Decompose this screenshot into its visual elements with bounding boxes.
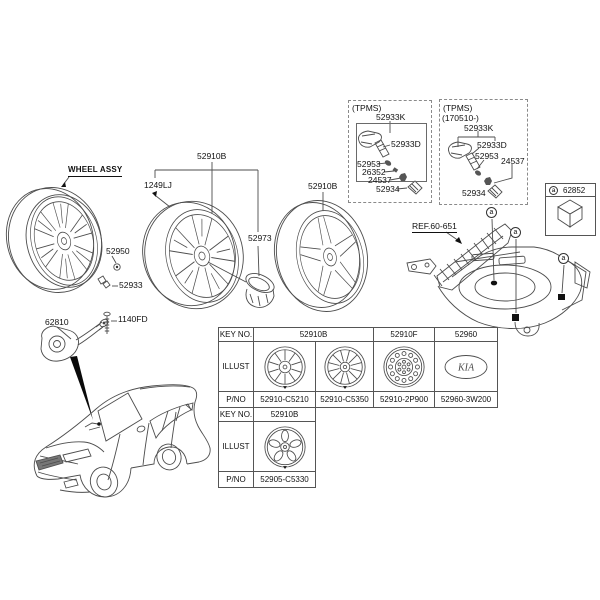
alloy-wheel-52910b-2-illustration (273, 200, 369, 312)
legend-part-number: 62852 (563, 185, 586, 195)
key-no-52910b: 52910B (253, 327, 374, 342)
vehicle-illustration (33, 384, 211, 498)
tpms-late-52934: 52934 (462, 188, 486, 198)
part-label-52910b-right: 52910B (308, 181, 338, 191)
wheel-illust-2p900 (373, 341, 435, 392)
key-no-header: KEY NO. (218, 327, 254, 342)
kia-logo-text: KIA (457, 362, 475, 373)
steel-spare-wheel-icon (383, 345, 425, 388)
parts-table-bottom: KEY NO. 52910B ILLUST P/NO 52905-C5330 (218, 407, 316, 488)
tpms-late-date: (170510-) (442, 113, 479, 123)
table-row: KEY NO. 52910B (218, 407, 316, 422)
part-label-1249lj: 1249LJ (144, 180, 172, 190)
alloy-wheel-icon (263, 345, 306, 389)
pno-header: P/NO (218, 391, 254, 408)
part-label-52933: 52933 (119, 280, 143, 290)
tpms-late-52953: 52953 (475, 151, 499, 161)
wheel-assy-label: WHEEL ASSY (68, 166, 123, 177)
kia-logo-illust: KIA (434, 341, 498, 392)
parts-table-top: KEY NO. 52910B 52910F 52960 ILLUST (218, 327, 498, 408)
callout-a-marker-2: a (510, 227, 521, 238)
part-label-52910b-mid: 52910B (197, 151, 227, 161)
key-no-52910b-2: 52910B (253, 407, 316, 422)
nut-52950-illustration (113, 263, 121, 271)
rear-floor-panel-illustration (406, 223, 591, 337)
legend-a-marker-icon: a (549, 185, 558, 195)
mounting-pad-62852-illustration (557, 199, 583, 228)
tpms-late-title: (TPMS) (443, 103, 473, 113)
table-row: ILLUST (218, 421, 316, 472)
tpms-sensor-late-illustration (448, 141, 503, 199)
alloy-wheel-icon (263, 425, 306, 469)
bolt-1140fd-illustration (103, 311, 111, 334)
tpms-early-52933d: 52933D (391, 139, 421, 149)
part-label-52950: 52950 (106, 246, 130, 256)
table-row: P/NO 52905-C5330 (218, 471, 316, 488)
tpms-late-box (439, 99, 528, 205)
kia-logo-icon: KIA (444, 354, 488, 379)
table-row: KEY NO. 52910B 52910F 52960 (218, 327, 498, 342)
wheel-illust-c5210 (253, 341, 316, 392)
tpms-early-inner-box (356, 123, 427, 182)
pno-52960-3w200: 52960-3W200 (434, 391, 498, 408)
part-label-1140fd: 1140FD (118, 314, 148, 324)
tpms-early-26352: 26352 (362, 167, 386, 177)
part-label-52973: 52973 (248, 233, 272, 243)
center-cap-52973-illustration (245, 273, 275, 308)
key-no-header-2: KEY NO. (218, 407, 254, 422)
tpms-early-52934: 52934 (376, 184, 400, 194)
alloy-wheel-icon (323, 345, 366, 389)
illust-header-2: ILLUST (218, 421, 254, 472)
wheel-illust-c5350 (315, 341, 374, 392)
key-no-52960: 52960 (434, 327, 498, 342)
pno-52910-c5210: 52910-C5210 (253, 391, 316, 408)
wheel-illust-c5330 (253, 421, 316, 472)
valve-52933-illustration (97, 275, 111, 289)
pno-52910-c5350: 52910-C5350 (315, 391, 374, 408)
ref-floor-label: REF.60-651 (412, 221, 457, 233)
callout-a-marker-1: a (486, 207, 497, 218)
table-row: ILLUST (218, 341, 498, 392)
part-label-62810: 62810 (45, 317, 69, 327)
callout-a-marker-3: a (558, 253, 569, 264)
table-row: P/NO 52910-C5210 52910-C5350 52910-2P900… (218, 391, 498, 408)
tpms-early-52953: 52953 (357, 159, 381, 169)
tpms-early-52933k: 52933K (376, 112, 406, 122)
illust-header: ILLUST (218, 341, 254, 392)
pno-52910-2p900: 52910-2P900 (373, 391, 435, 408)
legend-box-62852: a 62852 (545, 183, 596, 236)
tpms-sensor-early-illustration (358, 130, 423, 195)
tpms-late-52933d: 52933D (477, 140, 507, 150)
tpms-late-24537: 24537 (501, 156, 525, 166)
tire-hanger-62810-illustration (40, 318, 109, 362)
alloy-wheel-52910b-illustration (142, 200, 244, 310)
pno-header-2: P/NO (218, 471, 254, 488)
location-arrow (70, 356, 93, 420)
tpms-early-24537: 24537 (368, 175, 392, 185)
tpms-late-52933k: 52933K (464, 123, 494, 133)
key-no-52910f: 52910F (373, 327, 435, 342)
tpms-early-box (348, 100, 432, 203)
cowl-part-glyph (84, 422, 101, 431)
pno-52905-c5330: 52905-C5330 (253, 471, 316, 488)
wheel-assy-illustration (5, 187, 103, 293)
tpms-early-title: (TPMS) (352, 103, 382, 113)
